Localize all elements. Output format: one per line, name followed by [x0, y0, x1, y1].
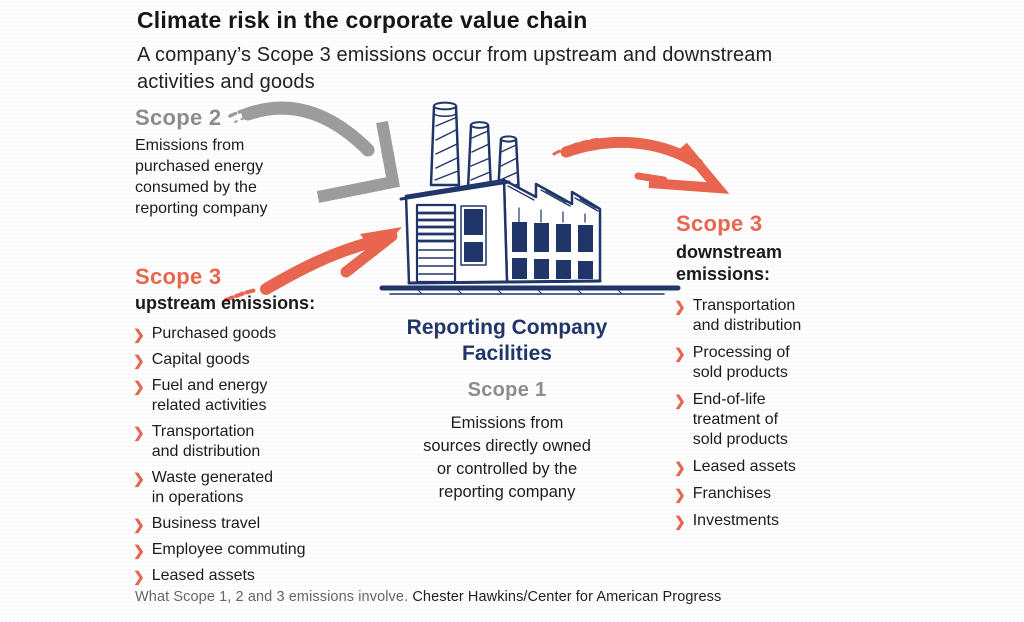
list-item: ❯ Purchased goods [133, 324, 308, 344]
list-item: ❯ Employee commuting [133, 540, 308, 560]
list-item: ❯ Processing of sold products [674, 343, 839, 383]
list-item: ❯ Franchises [674, 484, 839, 504]
list-item-label: Processing of sold products [692, 344, 790, 381]
scope3-downstream-subheading: downstream emissions: [676, 242, 783, 284]
footer-caption: What Scope 1, 2 and 3 emissions involve.… [135, 589, 721, 605]
chevron-bullet-icon: ❯ [674, 392, 686, 409]
chevron-bullet-icon: ❯ [133, 516, 145, 533]
list-item-label: End-of-life treatment of sold products [692, 391, 788, 448]
list-item-label: Investments [692, 512, 779, 529]
list-item-label: Leased assets [692, 458, 796, 475]
scope2-description: Emissions from purchased energy consumed… [135, 137, 268, 217]
list-item-label: Transportation and distribution [692, 297, 802, 334]
caption-text: What Scope 1, 2 and 3 emissions involve. [135, 589, 413, 605]
scope3-upstream-heading: Scope 3 [135, 264, 222, 289]
list-item: ❯ Fuel and energy related activities [133, 376, 308, 416]
list-item-label: Leased assets [151, 567, 255, 584]
list-item-label: Capital goods [151, 351, 250, 368]
chevron-bullet-icon: ❯ [133, 352, 145, 369]
list-item: ❯ Business travel [133, 514, 308, 534]
list-item-label: Employee commuting [151, 541, 306, 558]
list-item: ❯ Capital goods [133, 350, 308, 370]
chevron-bullet-icon: ❯ [674, 486, 686, 503]
list-item-label: Purchased goods [151, 325, 277, 342]
chevron-bullet-icon: ❯ [674, 345, 686, 362]
scope3-upstream-subheading: upstream emissions: [135, 293, 316, 313]
list-item-label: Fuel and energy related activities [151, 377, 268, 414]
scope3-upstream-list: ❯ Purchased goods ❯ Capital goods ❯ Fuel an… [133, 324, 308, 592]
facility-label: Reporting Company Facilities [406, 316, 608, 365]
list-item-label: Franchises [692, 485, 771, 502]
chevron-bullet-icon: ❯ [133, 378, 145, 395]
scope2-heading: Scope 2 [135, 105, 222, 130]
chevron-bullet-icon: ❯ [133, 326, 145, 343]
factory-illustration [379, 101, 681, 295]
list-item: ❯ Transportation and distribution [133, 422, 308, 462]
list-item: ❯ End-of-life treatment of sold products [674, 390, 839, 450]
chevron-bullet-icon: ❯ [674, 298, 686, 315]
scope1-heading: Scope 1 [467, 379, 547, 401]
list-item-label: Business travel [151, 515, 261, 532]
chevron-bullet-icon: ❯ [133, 568, 145, 585]
list-item: ❯ Leased assets [674, 457, 839, 477]
list-item-label: Waste generated in operations [151, 469, 273, 506]
chevron-bullet-icon: ❯ [133, 470, 145, 487]
list-item-label: Transportation and distribution [151, 423, 261, 460]
chevron-bullet-icon: ❯ [133, 542, 145, 559]
scope3-downstream-heading: Scope 3 [676, 211, 763, 236]
scope1-description: Emissions from sources directly owned or… [423, 414, 591, 501]
list-item: ❯ Transportation and distribution [674, 296, 839, 336]
downstream-arrow-icon [552, 136, 730, 194]
scope3-downstream-list: ❯ Transportation and distribution ❯ Proces… [674, 296, 839, 538]
credit-text: Chester Hawkins/Center for American Prog… [412, 589, 722, 605]
list-item: ❯ Leased assets [133, 566, 308, 586]
upstream-arrow-icon [224, 227, 402, 302]
list-item: ❯ Investments [674, 511, 839, 531]
chevron-bullet-icon: ❯ [674, 459, 686, 476]
list-item: ❯ Waste generated in operations [133, 468, 308, 508]
chevron-bullet-icon: ❯ [674, 513, 686, 530]
scope2-section: Scope 2 Emissions from purchased energy … [135, 105, 310, 219]
page-subtitle: A company’s Scope 3 emissions occur from… [137, 44, 773, 93]
chevron-bullet-icon: ❯ [133, 424, 145, 441]
page-title: Climate risk in the corporate value chai… [137, 7, 588, 33]
